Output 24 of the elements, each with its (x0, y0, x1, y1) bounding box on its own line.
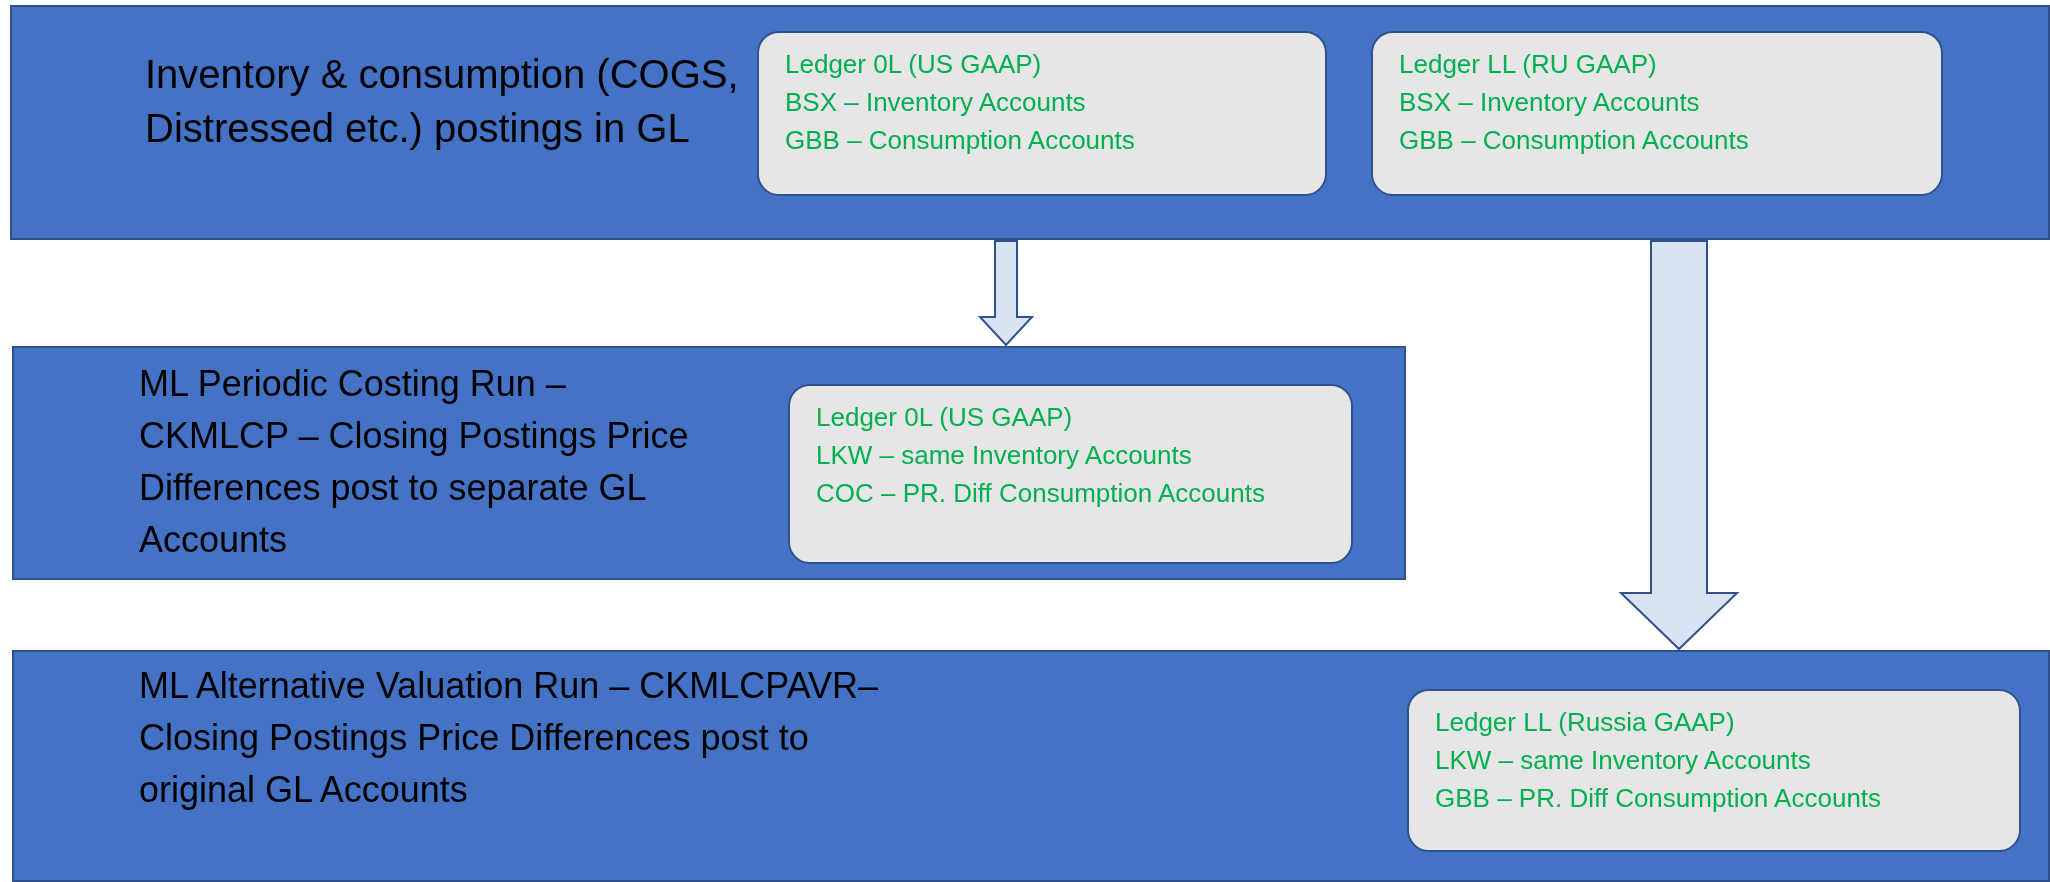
ledger-text: LKW – same Inventory Accounts (816, 439, 1193, 472)
ledger-text: Ledger 0L (US GAAP) (785, 48, 1043, 81)
ledger-box (1407, 689, 2021, 852)
block-arrow (977, 240, 1035, 347)
ledger-text: GBB – Consumption Accounts (785, 124, 1136, 157)
ledger-box (1371, 31, 1943, 196)
process-band (10, 5, 2050, 240)
ledger-text: Ledger LL (Russia GAAP) (1435, 706, 1736, 739)
ledger-text: BSX – Inventory Accounts (785, 86, 1087, 119)
process-band (12, 346, 1406, 580)
ledger-text: Ledger LL (RU GAAP) (1399, 48, 1658, 81)
ledger-box (788, 384, 1353, 564)
ledger-text: BSX – Inventory Accounts (1399, 86, 1701, 119)
band-text: ML Periodic Costing Run – CKMLCP – Closing Postings Price Differences post to separate GL Accounts (139, 362, 690, 562)
band-text: Inventory & consumption (COGS, Distressed etc.) postings in GL (145, 51, 740, 152)
process-band (12, 650, 2050, 882)
band-text: ML Alternative Valuation Run – CKMLCPAVR– Closing Postings Price Differences post to original GL Accounts (139, 664, 879, 812)
ledger-text: LKW – same Inventory Accounts (1435, 744, 1812, 777)
ledger-text: Ledger 0L (US GAAP) (816, 401, 1074, 434)
block-arrow (1618, 240, 1740, 651)
ledger-text: COC – PR. Diff Consumption Accounts (816, 477, 1266, 510)
ledger-text: GBB – PR. Diff Consumption Accounts (1435, 782, 1883, 815)
ledger-text: GBB – Consumption Accounts (1399, 124, 1750, 157)
ledger-box (757, 31, 1327, 196)
